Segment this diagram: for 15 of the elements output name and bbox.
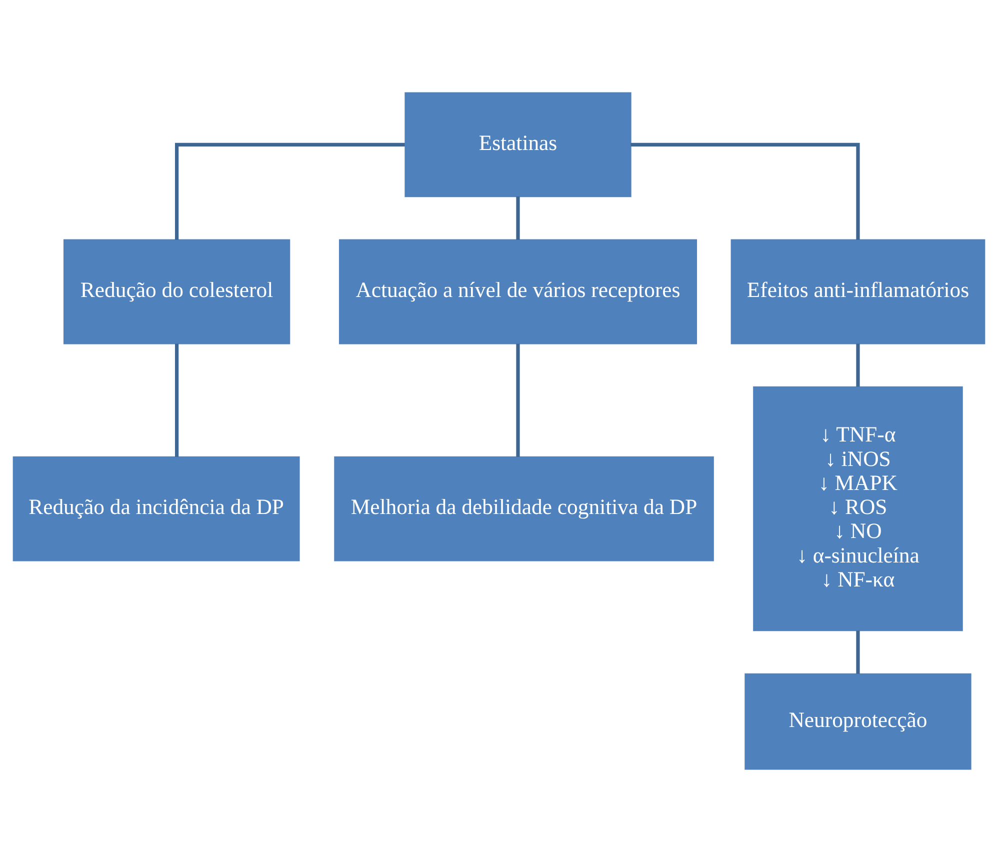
node-box: Estatinas: [404, 92, 632, 197]
node-box: Redução do colesterol: [63, 238, 290, 344]
node-box: Efeitos anti-inflamatórios: [730, 238, 986, 344]
connector: [630, 142, 860, 240]
node-box: Neuroprotecção: [744, 672, 972, 770]
node-box: Melhoria da debilidade cognitiva da DP: [334, 456, 714, 561]
node-box: Actuação a nível de vários receptores: [338, 238, 698, 344]
connector: [516, 196, 520, 240]
node-box: Redução da incidência da DP: [12, 456, 300, 561]
connector: [856, 630, 860, 674]
connector: [174, 142, 405, 240]
node-box: ↓ TNF-α ↓ iNOS ↓ MAPK ↓ ROS ↓ NO ↓ α-sinucleína ↓ NF-κα: [753, 386, 963, 631]
connector: [856, 343, 860, 386]
connector: [174, 343, 179, 456]
connector: [516, 343, 520, 456]
